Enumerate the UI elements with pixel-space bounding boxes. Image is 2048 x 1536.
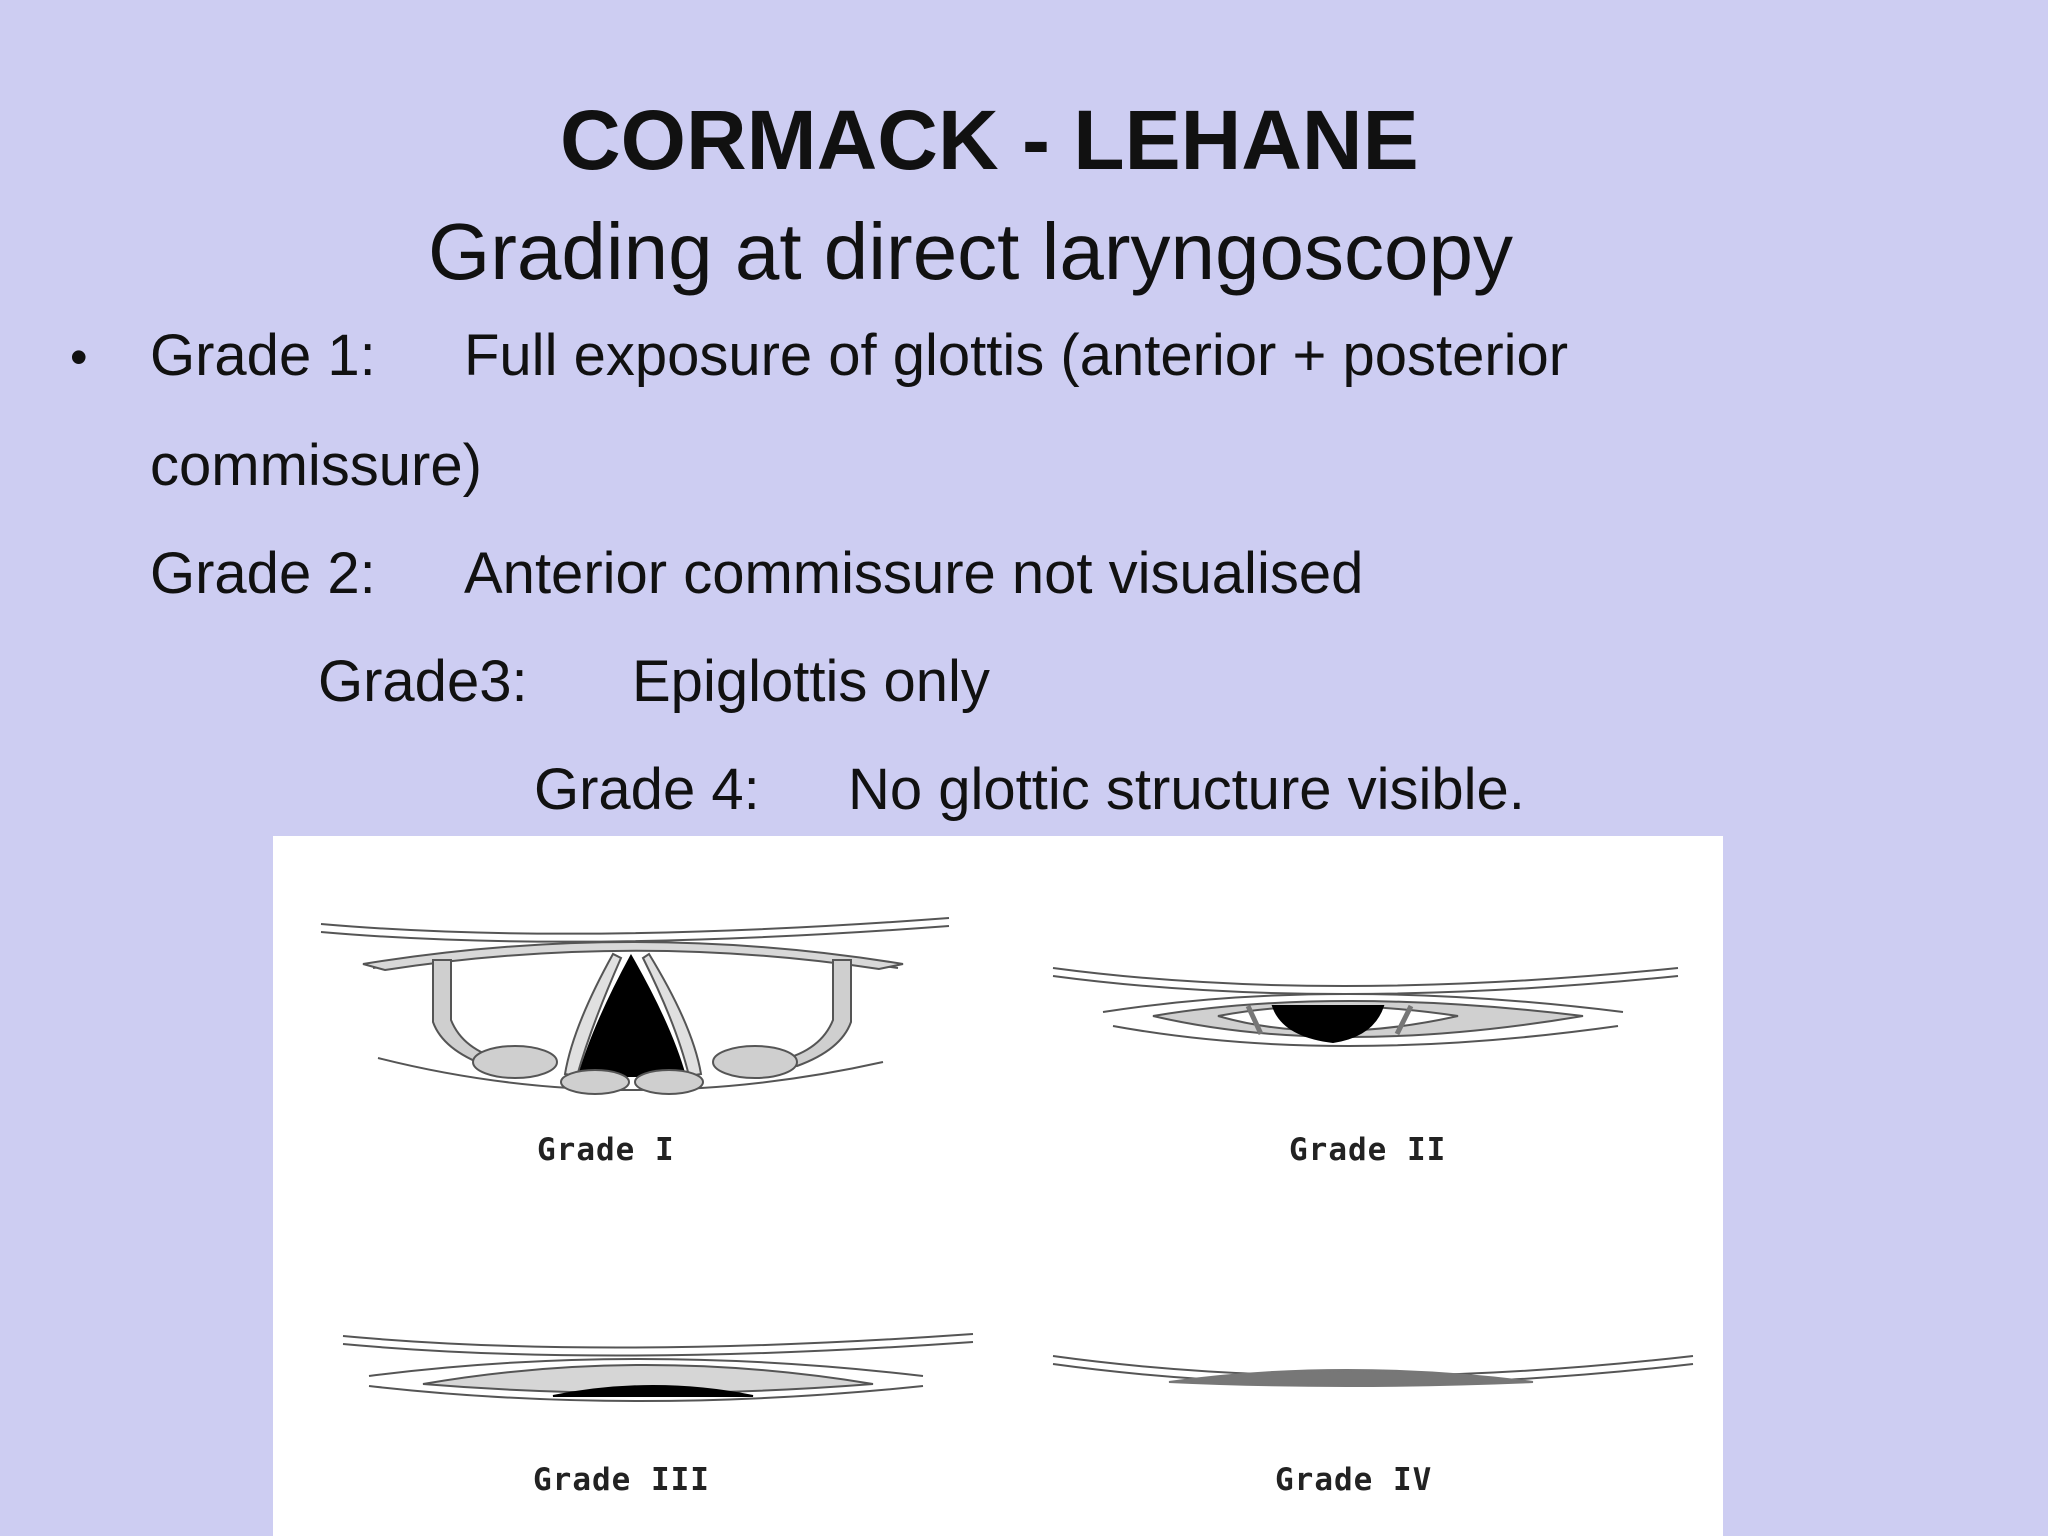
grade-4-figure-label: Grade IV [1275,1462,1433,1498]
grade-3-diagram [342,1333,974,1402]
grade-3-label: Grade3: [318,649,528,714]
grade-3-line: Grade3: Epiglottis only [318,648,990,715]
grade-2-line: Grade 2: Anterior commissure not visualis… [150,540,1363,607]
grade-2-figure-label: Grade II [1289,1132,1447,1168]
grade-2-text: Anterior commissure not visualised [464,541,1364,606]
slide-title: CORMACK - LEHANE [560,93,1419,187]
grade-4-line: Grade 4: No glottic structure visible. [534,756,1525,823]
grade-3-text: Epiglottis only [632,649,990,714]
grade-1-figure-label: Grade I [537,1132,675,1168]
laryngoscopy-diagrams [320,917,1694,1402]
grade-3-figure-label: Grade III [533,1462,710,1498]
grade-4-label: Grade 4: [534,757,760,822]
grade-2-label: Grade 2: [150,541,376,606]
grade-1-label: Grade 1: [150,323,376,388]
laryngoscopy-figure: Grade I Grade II Grade III Grade IV [273,836,1723,1536]
grade-4-diagram [1052,1355,1694,1387]
grade-4-text: No glottic structure visible. [848,757,1525,822]
slide-subtitle: Grading at direct laryngoscopy [428,207,1513,296]
grade-1-text: Full exposure of glottis (anterior + pos… [464,323,1569,388]
grade-2-diagram [1052,967,1679,1047]
grade-1-line: Grade 1: Full exposure of glottis (anteri… [150,322,1568,389]
bullet-marker: • [70,329,88,385]
grade-1-continuation: commissure) [150,433,482,498]
grade-1-diagram [320,917,950,1095]
